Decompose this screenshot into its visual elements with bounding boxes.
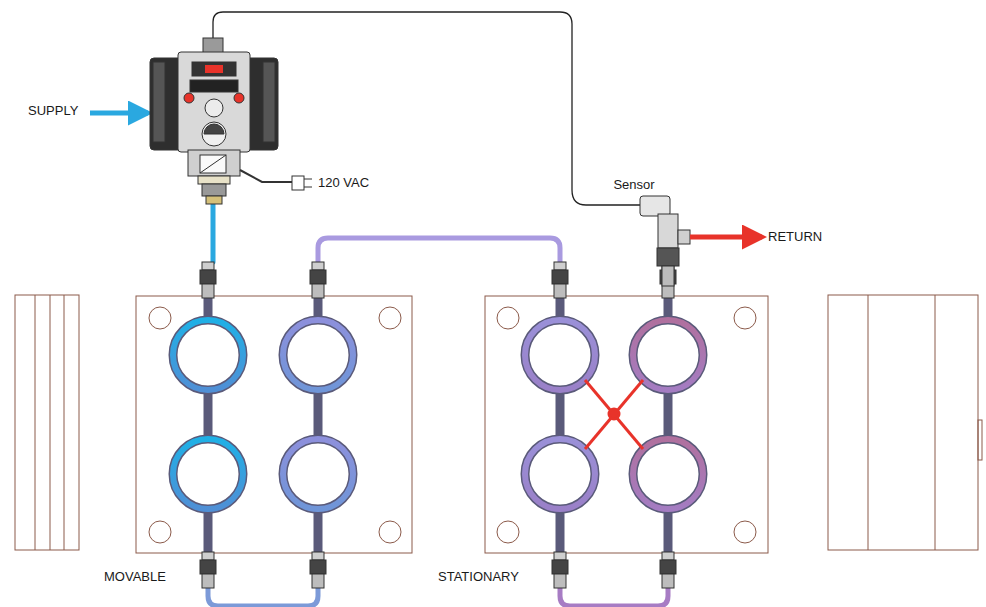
part-label: STATIONARY bbox=[438, 570, 519, 584]
part-label: Sensor bbox=[613, 178, 654, 192]
part-label: 120 VAC bbox=[318, 176, 369, 190]
part-label: RETURN bbox=[768, 230, 822, 244]
part-label: MOVABLE bbox=[104, 570, 166, 584]
part-label: SUPPLY bbox=[28, 104, 78, 118]
